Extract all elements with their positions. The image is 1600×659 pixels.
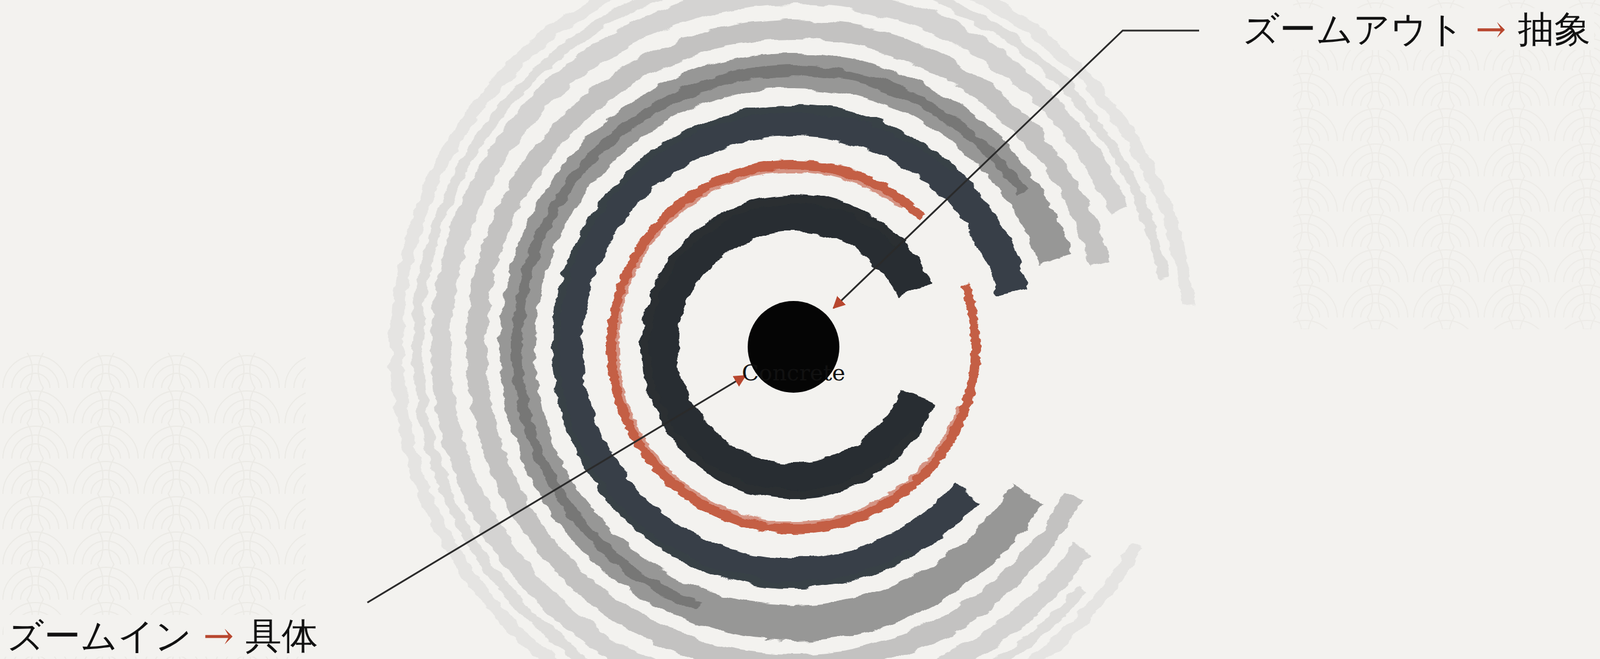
leader-line [367,375,746,603]
wave-texture [1293,0,1600,330]
zoom-label: ズームアウト → 抽象 [1239,8,1595,50]
center-dot: Concrete [747,300,840,393]
node-label: Concrete [738,360,849,386]
zoom-label: ズームイン → 具体 [3,614,322,657]
wave-texture [0,352,306,659]
ink-rings [251,0,1336,659]
leader-line [833,30,1200,309]
